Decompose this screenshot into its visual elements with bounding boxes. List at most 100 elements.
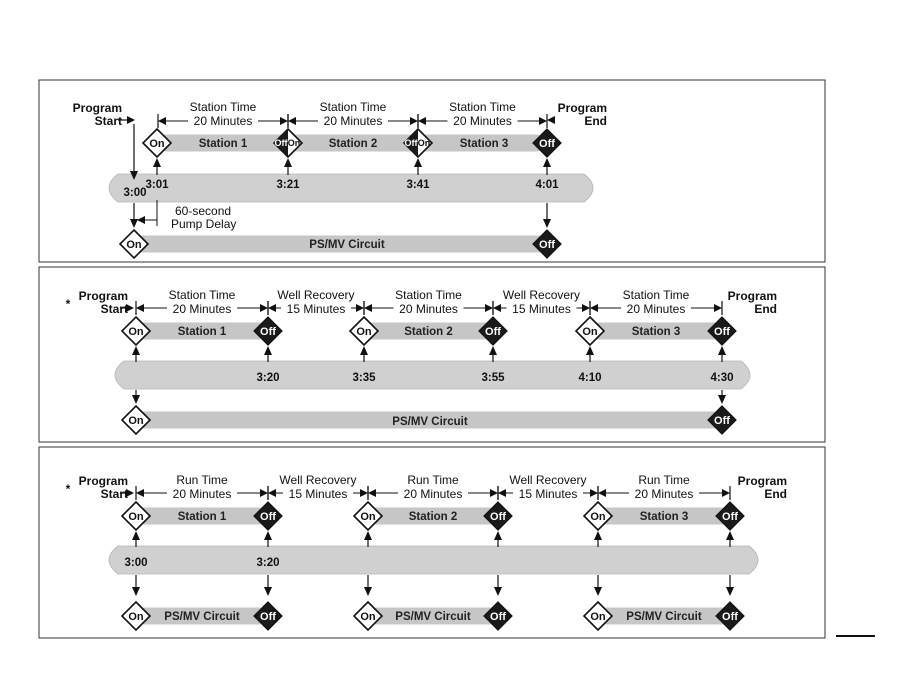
span-5-duration: 20 Minutes <box>635 487 694 501</box>
time-3-01: 3:01 <box>145 179 169 191</box>
circuit-1-off-diamond: Off <box>253 601 283 631</box>
span-3-duration: 20 Minutes <box>404 487 463 501</box>
span-4-left-arrow <box>493 304 501 312</box>
on-diamond-shape <box>118 228 150 260</box>
off-label: Off <box>539 239 555 251</box>
span-4-knockout <box>513 488 583 501</box>
station-2-label: Station 2 <box>329 138 378 150</box>
station-3-label: Station 3 <box>632 326 681 338</box>
span-1-title: Station Time <box>169 288 236 302</box>
span-2-duration: 15 Minutes <box>287 302 346 316</box>
station-1-on-diamond: On <box>120 500 152 532</box>
span-3-knockout <box>398 488 468 501</box>
span-3-knockout <box>447 115 518 128</box>
station-1-bar <box>136 322 268 340</box>
span-3-title: Station Time <box>449 100 516 114</box>
panel-3-frame <box>38 446 826 639</box>
station-1-on-diamond: On <box>120 315 152 347</box>
on-label: On <box>288 138 301 148</box>
program-end-label-line1: Program <box>738 474 787 488</box>
circuit-off-diamond: Off <box>707 405 737 435</box>
on-label: On <box>356 326 372 338</box>
off-diamond-shape <box>707 316 737 346</box>
span-2-right-arrow <box>360 489 368 497</box>
pump-delay-arrow <box>137 216 145 224</box>
span-5-title: Run Time <box>638 473 690 487</box>
off-label: Off <box>714 326 730 338</box>
span-3-duration: 20 Minutes <box>453 114 512 128</box>
off-label: Off <box>722 611 738 623</box>
time-arrow-6 <box>718 346 726 355</box>
pump-delay-line2: Pump Delay <box>171 217 236 231</box>
circuit-3-off-diamond: Off <box>715 601 745 631</box>
panel-1-frame <box>38 79 826 263</box>
off-diamond-shape <box>715 601 745 631</box>
time-3-00: 3:00 <box>123 187 146 199</box>
on-label: On <box>582 326 598 338</box>
on-label: On <box>360 611 376 623</box>
station-2-off-diamond: Off <box>478 316 508 346</box>
span-3-left-arrow <box>418 117 426 125</box>
time-3-20: 3:20 <box>256 372 279 384</box>
span-1-left-arrow <box>158 117 166 125</box>
circuit-on-arrow <box>132 395 140 404</box>
on-label: On <box>360 511 376 523</box>
circuit-1-bar <box>136 607 268 625</box>
on-diamond-shape <box>120 315 152 347</box>
station-1-label: Station 1 <box>178 326 227 338</box>
span-1-duration: 20 Minutes <box>173 302 232 316</box>
span-2-right-arrow <box>356 304 364 312</box>
off-diamond-shape <box>532 128 562 158</box>
off-label: Off <box>539 138 555 150</box>
span-2-title: Well Recovery <box>279 473 356 487</box>
span-4-title: Well Recovery <box>503 288 580 302</box>
circuit-2-off-diamond: Off <box>483 601 513 631</box>
time-pipe <box>108 545 759 575</box>
time-arrow-4 <box>494 531 502 540</box>
span-1-title: Run Time <box>176 473 228 487</box>
station-3-label: Station 3 <box>460 138 509 150</box>
off-label: Off <box>260 511 276 523</box>
station-1-off-diamond: Off <box>253 316 283 346</box>
off-label: Off <box>490 511 506 523</box>
on-diamond-shape <box>348 315 380 347</box>
on-label: On <box>128 415 144 427</box>
station-3-off-diamond: Off <box>707 316 737 346</box>
circuit-arrow-2 <box>264 587 272 596</box>
span-5-duration: 20 Minutes <box>627 302 686 316</box>
span-4-duration: 15 Minutes <box>519 487 578 501</box>
time-3-21: 3:21 <box>276 179 300 191</box>
off-diamond-shape <box>253 501 283 531</box>
off-label: Off <box>485 326 501 338</box>
span-5-right-arrow <box>722 489 730 497</box>
on-label: On <box>590 511 606 523</box>
span-2-duration: 15 Minutes <box>289 487 348 501</box>
station-2-label: Station 2 <box>404 326 453 338</box>
span-1-right-arrow <box>260 304 268 312</box>
circuit-arrow-6 <box>726 587 734 596</box>
span-4-knockout <box>506 303 577 316</box>
on-diamond-shape <box>141 127 173 159</box>
station-2-label: Station 2 <box>409 511 458 523</box>
time-arrow-1 <box>132 346 140 355</box>
program-end-label-line1: Program <box>558 101 607 115</box>
span-3-right-arrow <box>490 489 498 497</box>
asterisk-mark: * <box>66 482 71 496</box>
off-label: Off <box>405 138 419 148</box>
span-2-title: Station Time <box>320 100 387 114</box>
circuit-2-on-diamond: On <box>352 600 384 632</box>
off-label: Off <box>714 415 730 427</box>
time-arrow-6 <box>726 531 734 540</box>
circuit-label: PS/MV Circuit <box>309 239 385 251</box>
on-label: On <box>418 138 431 148</box>
on-diamond-shape <box>120 600 152 632</box>
off-diamond-shape <box>483 601 513 631</box>
station-3-off-diamond: Off <box>715 501 745 531</box>
station-3-on-diamond: On <box>574 315 606 347</box>
span-1-right-arrow <box>260 489 268 497</box>
program-start-drop-arrow <box>130 171 138 180</box>
circuit-3-bar <box>598 607 730 625</box>
station-2-bar <box>364 322 493 340</box>
on-label: On <box>128 511 144 523</box>
